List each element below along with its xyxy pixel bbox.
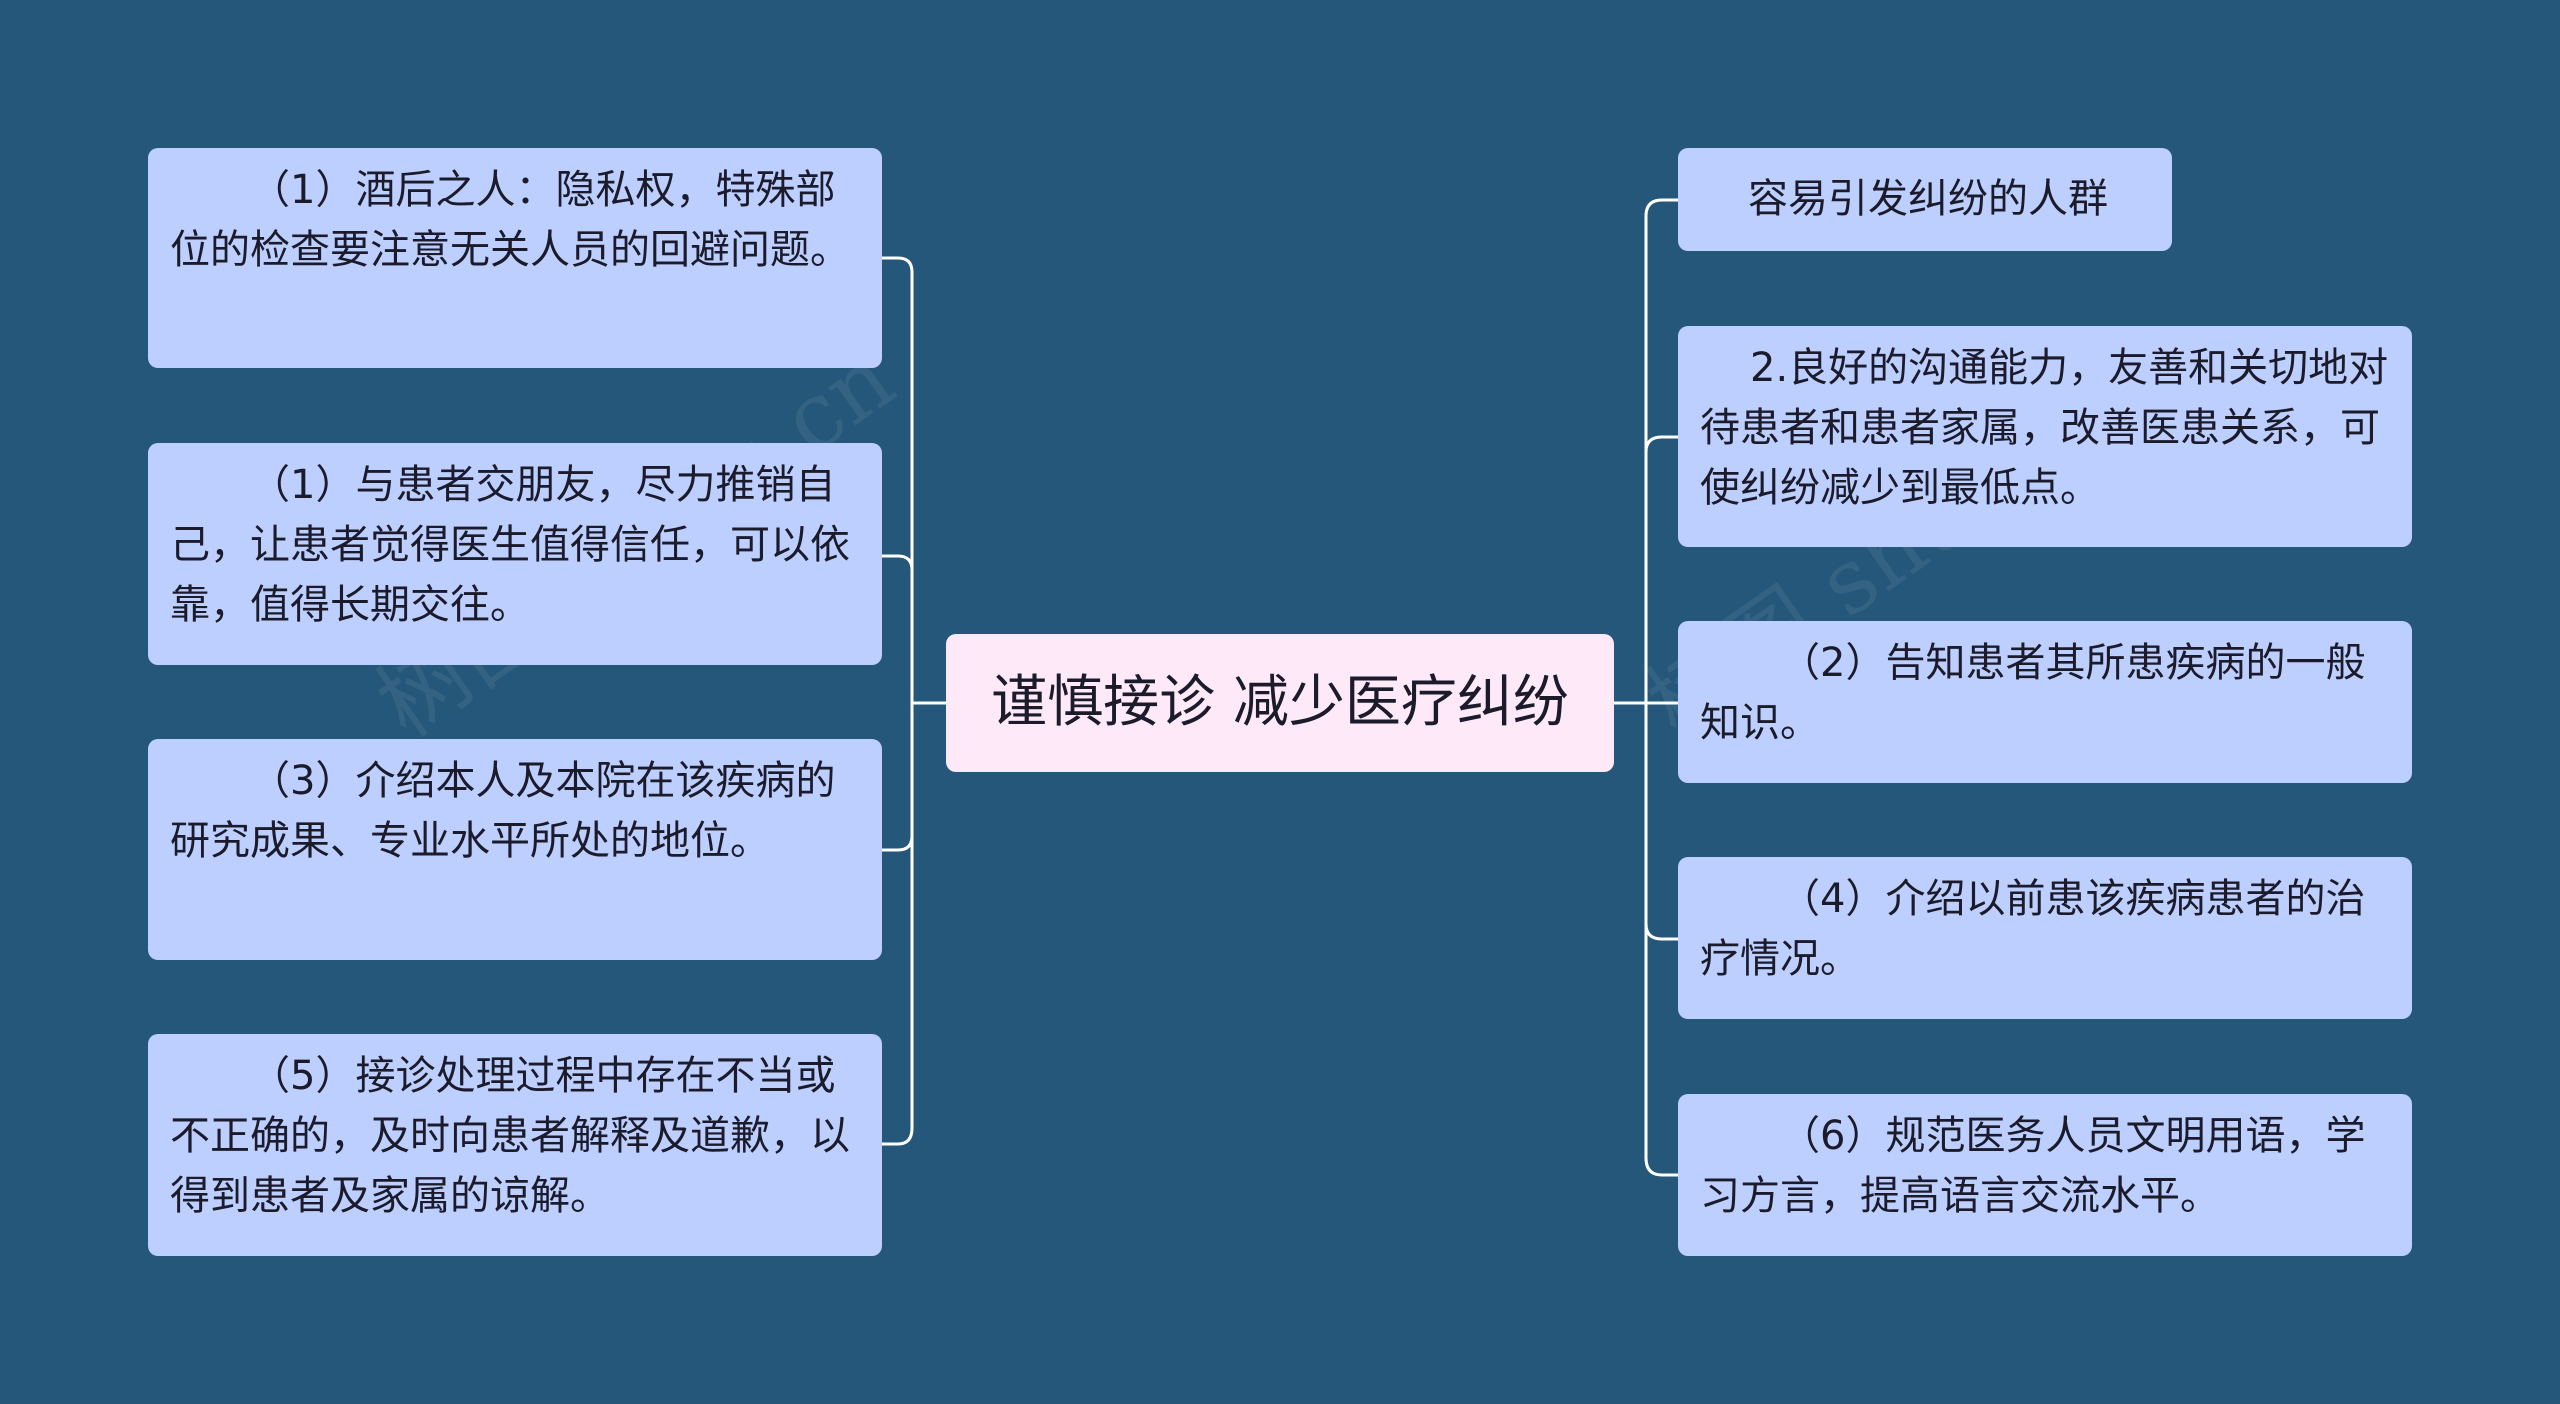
topic-left-2-text: （1）与患者交朋友，尽力推销自己，让患者觉得医生值得信任，可以依靠，值得长期交往… [170,462,850,628]
topic-left-4[interactable]: （5）接诊处理过程中存在不当或不正确的，及时向患者解释及道歉，以得到患者及家属的… [148,1034,882,1256]
topic-right-3-text: （2）告知患者其所患疾病的一般知识。 [1700,640,2366,746]
connector-right-2 [1644,435,1680,454]
topic-right-5-text: （6）规范医务人员文明用语，学习方言，提高语言交流水平。 [1700,1113,2366,1219]
connector-left-4 [880,1126,914,1146]
topic-left-3[interactable]: （3）介绍本人及本院在该疾病的研究成果、专业水平所处的地位。 [148,739,882,960]
connector-left-2 [880,554,914,572]
connector-left-3 [880,834,914,852]
topic-left-4-text: （5）接诊处理过程中存在不当或不正确的，及时向患者解释及道歉，以得到患者及家属的… [170,1053,850,1219]
connector-right-5 [1644,1156,1680,1177]
topic-right-4-text: （4）介绍以前患该疾病患者的治疗情况。 [1700,876,2366,982]
topic-left-2[interactable]: （1）与患者交朋友，尽力推销自己，让患者觉得医生值得信任，可以依靠，值得长期交往… [148,443,882,665]
central-topic-label: 谨慎接诊 减少医疗纠纷 [991,670,1569,735]
central-topic[interactable]: 谨慎接诊 减少医疗纠纷 [946,634,1614,772]
connector-right-1 [1644,198,1680,218]
topic-right-1[interactable]: 容易引发纠纷的人群 [1678,148,2172,251]
topic-left-3-text: （3）介绍本人及本院在该疾病的研究成果、专业水平所处的地位。 [170,758,836,864]
topic-right-2[interactable]: 2.良好的沟通能力，友善和关切地对待患者和患者家属，改善医患关系，可使纠纷减少到… [1678,326,2412,547]
topic-left-1[interactable]: （1）酒后之人：隐私权，特殊部位的检查要注意无关人员的回避问题。 [148,148,882,368]
topic-right-1-text: 容易引发纠纷的人群 [1748,176,2108,222]
connector-left-1 [880,256,914,274]
topic-left-1-text: （1）酒后之人：隐私权，特殊部位的检查要注意无关人员的回避问题。 [170,167,850,273]
topic-right-2-text: 2.良好的沟通能力，友善和关切地对待患者和患者家属，改善医患关系，可使纠纷减少到… [1700,345,2389,511]
topic-right-5[interactable]: （6）规范医务人员文明用语，学习方言，提高语言交流水平。 [1678,1094,2412,1256]
topic-right-4[interactable]: （4）介绍以前患该疾病患者的治疗情况。 [1678,857,2412,1019]
connector-right-4 [1644,922,1680,941]
topic-right-3[interactable]: （2）告知患者其所患疾病的一般知识。 [1678,621,2412,783]
